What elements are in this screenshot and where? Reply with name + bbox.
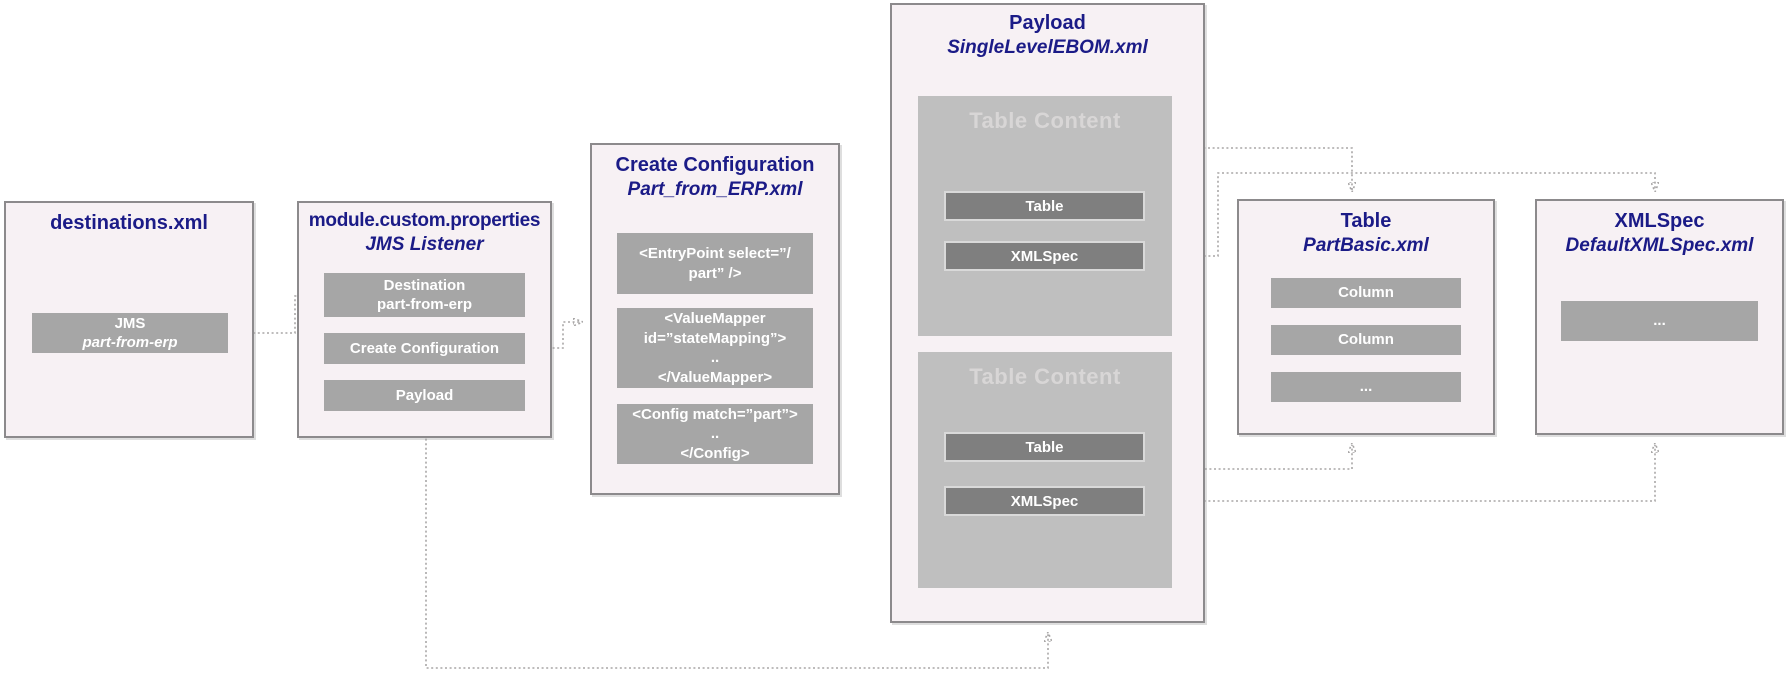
column-item-1-label: Column [1338, 284, 1394, 302]
jms-item-queue: part-from-erp [82, 334, 178, 351]
table-content-2-table-label: Table [1025, 438, 1064, 456]
column-item-more: ... [1271, 372, 1461, 402]
column-item-1: Column [1271, 278, 1461, 308]
table-content-1-table-item: Table [944, 191, 1145, 221]
table-partbasic-title: Table [1340, 210, 1392, 232]
xmlspec-default-box: XMLSpec DefaultXMLSpec.xml ... [1535, 199, 1784, 435]
create-configuration-item-label: Create Configuration [349, 339, 500, 357]
table-content-2-title: Table Content [969, 364, 1121, 389]
xmlspec-default-subtitle: DefaultXMLSpec.xml [1565, 235, 1754, 256]
destinations-title: destinations.xml [50, 212, 208, 234]
jms-item: JMS part-from-erp [32, 313, 228, 353]
entrypoint-snippet: <EntryPoint select=”/ part” /> [617, 233, 813, 294]
payload-subtitle: SingleLevelEBOM.xml [947, 37, 1148, 58]
valuemapper-snippet: <ValueMapper id=”stateMapping”> .. </Val… [617, 308, 813, 388]
table-content-2-xmlspec-label: XMLSpec [1010, 492, 1079, 510]
destination-item-line1: Destination [383, 276, 466, 294]
module-properties-box: module.custom.properties JMS Listener De… [297, 201, 552, 438]
table-content-1-table-label: Table [1025, 197, 1064, 215]
table-content-1-title: Table Content [969, 108, 1121, 133]
valuemapper-line2: id=”stateMapping”> [643, 329, 787, 347]
entrypoint-line2: part” /> [688, 264, 742, 282]
create-configuration-box: Create Configuration Part_from_ERP.xml <… [590, 143, 840, 495]
jms-item-name: JMS [114, 314, 146, 332]
destination-item: Destination part-from-erp [324, 273, 525, 317]
table-content-section-1: Table Content Table XMLSpec [918, 96, 1172, 336]
destinations-box: destinations.xml JMS part-from-erp [4, 201, 254, 438]
payload-box: Payload SingleLevelEBOM.xml Table Conten… [890, 3, 1205, 623]
module-title: module.custom.properties [308, 210, 541, 231]
table-content-1-xmlspec-item: XMLSpec [944, 241, 1145, 271]
config-line2: .. [710, 425, 720, 443]
table-content-2-xmlspec-item: XMLSpec [944, 486, 1145, 516]
config-line3: </Config> [680, 444, 750, 462]
config-snippet: <Config match=”part”> .. </Config> [617, 404, 813, 464]
table-content-section-2: Table Content Table XMLSpec [918, 352, 1172, 588]
module-subtitle: JMS Listener [365, 233, 484, 255]
column-item-2-label: Column [1338, 331, 1394, 349]
config-line1: <Config match=”part”> [632, 405, 798, 423]
create-configuration-item: Create Configuration [324, 333, 525, 364]
create-configuration-title: Create Configuration [615, 154, 815, 176]
payload-item-label: Payload [395, 386, 454, 404]
connector-xmlspec2-to-xmlspec-box-bottom [1144, 445, 1655, 502]
entrypoint-line1: <EntryPoint select=”/ [639, 245, 791, 262]
valuemapper-line4: </ValueMapper> [657, 368, 773, 386]
payload-item: Payload [324, 380, 525, 411]
table-content-2-table-item: Table [944, 432, 1145, 462]
valuemapper-line3: .. [710, 349, 720, 366]
table-content-1-xmlspec-label: XMLSpec [1010, 247, 1079, 265]
xmlspec-content-item-label: ... [1653, 312, 1666, 330]
xmlspec-content-item: ... [1561, 301, 1758, 341]
table-partbasic-box: Table PartBasic.xml Column Column ... [1237, 199, 1495, 435]
table-partbasic-subtitle: PartBasic.xml [1303, 235, 1429, 256]
payload-title: Payload [1009, 12, 1086, 34]
column-item-more-label: ... [1359, 378, 1373, 396]
create-configuration-subtitle: Part_from_ERP.xml [627, 179, 803, 200]
column-item-2: Column [1271, 325, 1461, 355]
xmlspec-default-title: XMLSpec [1614, 210, 1705, 232]
valuemapper-line1: <ValueMapper [664, 310, 766, 327]
destination-item-line2: part-from-erp [376, 296, 472, 313]
